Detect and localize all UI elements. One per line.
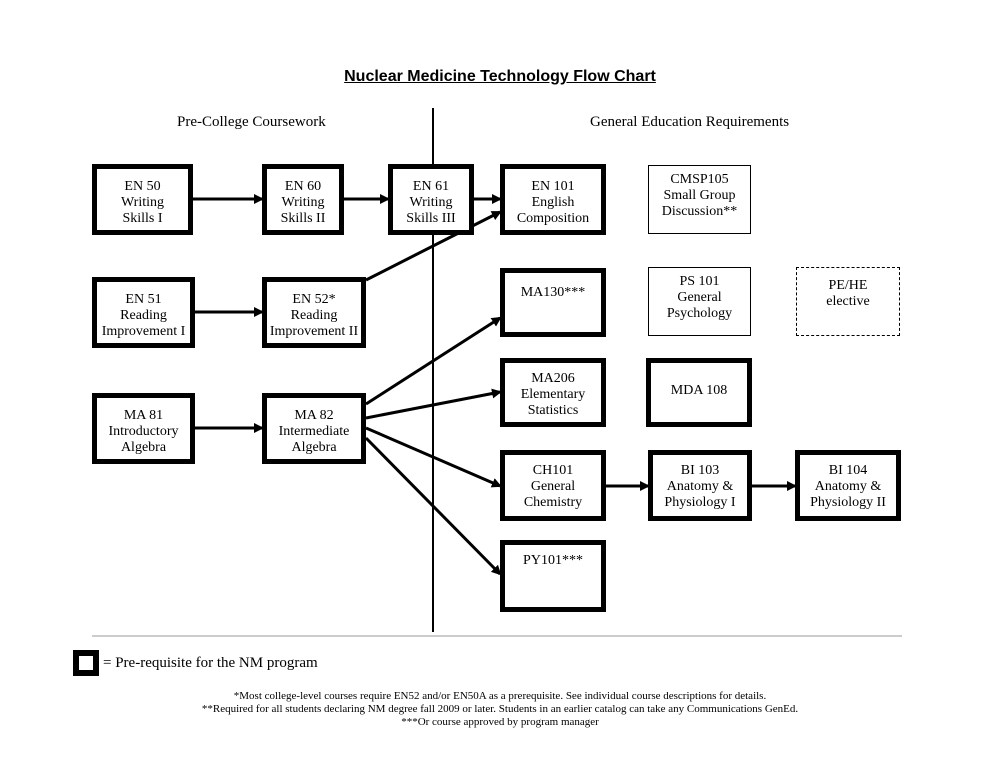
footnotes: *Most college-level courses require EN52…	[0, 690, 1000, 729]
course-label-line: Improvement II	[269, 324, 359, 339]
course-label-line: Writing	[281, 195, 325, 210]
course-mda108: MDA 108	[646, 358, 752, 427]
course-label-line: Reading	[290, 308, 338, 323]
course-label-line: Introductory	[108, 424, 179, 439]
legend-label: = Pre-requisite for the NM program	[103, 655, 318, 671]
course-py101: PY101***	[500, 540, 606, 612]
course-label-line: Skills II	[280, 211, 326, 226]
course-label-line: PS 101	[679, 274, 720, 289]
course-label-line: Reading	[120, 308, 167, 323]
course-label-line: MA206	[531, 371, 575, 386]
course-label-line: Anatomy &	[666, 479, 734, 494]
course-label-line: Intermediate	[278, 424, 350, 439]
arrow-ma82-to-ma130	[365, 316, 502, 406]
course-label-line: MDA 108	[670, 383, 728, 398]
course-label-line: Small Group	[663, 188, 736, 203]
footnote-1: *Most college-level courses require EN52…	[233, 690, 767, 702]
course-label-line: EN 61	[412, 179, 450, 194]
course-label-line: CH101	[532, 463, 574, 478]
course-label-line: Physiology I	[664, 495, 736, 510]
course-label-line: EN 50	[124, 179, 161, 194]
course-label-line: Psychology	[666, 306, 733, 321]
course-label-line: General	[677, 290, 722, 305]
arrow-en52-to-en101	[365, 210, 502, 282]
footnote-2: **Required for all students declaring NM…	[201, 703, 799, 715]
course-label-line: MA 82	[294, 408, 334, 423]
course-label-line: BI 103	[680, 463, 720, 478]
course-label-line: Elementary	[520, 387, 586, 402]
course-label-line: Skills I	[122, 211, 163, 226]
course-label-line: Anatomy &	[814, 479, 882, 494]
course-label-line: EN 60	[284, 179, 322, 194]
course-label-line: Composition	[516, 211, 590, 226]
course-label-line: MA130***	[520, 285, 586, 300]
course-label-line: EN 52*	[292, 292, 336, 307]
course-label-line: Discussion**	[661, 204, 738, 219]
course-label-line: Improvement I	[101, 324, 186, 339]
course-label-line: English	[531, 195, 575, 210]
arrow-ma82-to-ma206	[365, 388, 502, 420]
course-label-line: Skills III	[406, 211, 456, 226]
footnote-3: ***Or course approved by program manager	[401, 716, 599, 728]
course-label-line: PE/HE	[828, 278, 868, 293]
course-label-line: CMSP105	[670, 172, 729, 187]
arrow-ma82-to-ch101	[365, 426, 502, 488]
course-label-line: General	[530, 479, 576, 494]
course-label-line: Chemistry	[523, 495, 583, 510]
chart-title: Nuclear Medicine Technology Flow Chart	[344, 68, 656, 85]
course-label-line: PY101***	[523, 553, 583, 568]
course-label-line: MA 81	[123, 408, 164, 423]
legend-prerequisite-swatch	[73, 650, 99, 676]
course-label-line: Statistics	[527, 403, 579, 418]
arrow-ma82-to-py101	[364, 436, 502, 576]
course-label-line: elective	[826, 294, 870, 309]
course-label-line: Writing	[121, 195, 164, 210]
course-label-line: Physiology II	[810, 495, 886, 510]
section-heading-pre-college: Pre-College Coursework	[177, 114, 326, 130]
course-label-line: Algebra	[120, 440, 167, 455]
course-label-line: Writing	[409, 195, 453, 210]
course-label-line: EN 101	[531, 179, 575, 194]
section-heading-general-education: General Education Requirements	[590, 114, 790, 130]
course-label-line: EN 51	[125, 292, 162, 307]
course-label-line: Algebra	[291, 440, 337, 455]
course-label-line: BI 104	[828, 463, 868, 478]
course-ma130: MA130***	[500, 268, 606, 337]
